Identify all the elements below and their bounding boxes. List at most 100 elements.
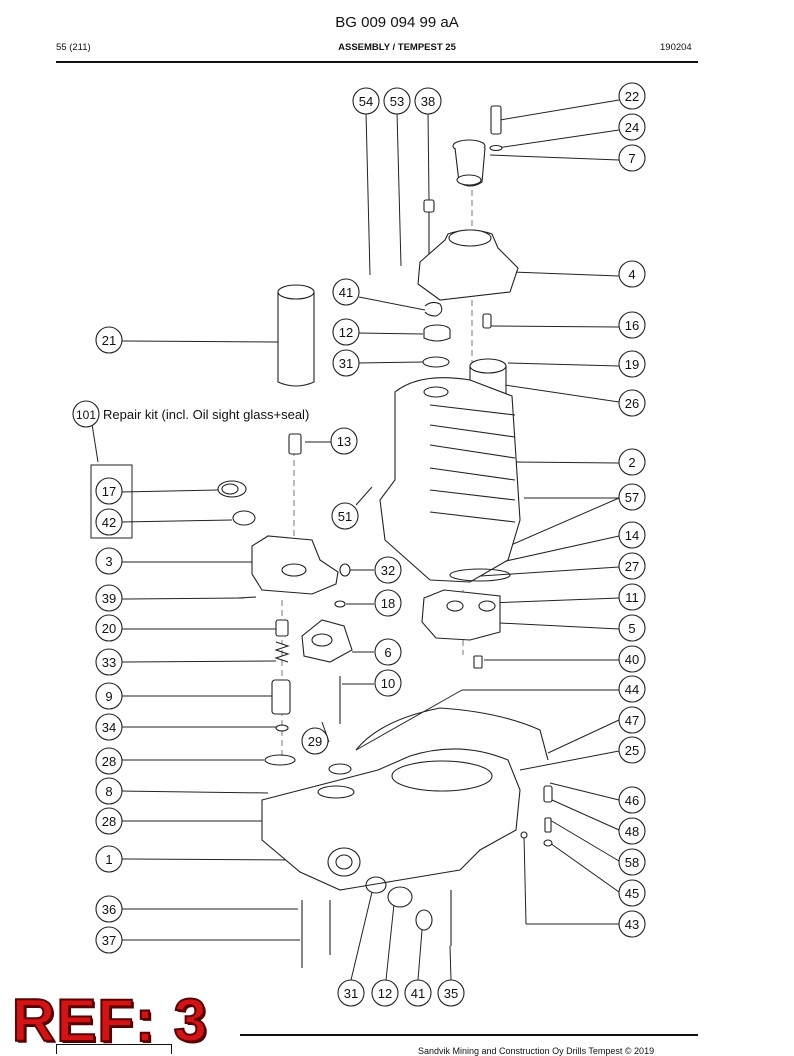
- callout-label: 45: [625, 886, 639, 901]
- callout-label: 32: [381, 563, 395, 578]
- callout-label: 53: [390, 94, 404, 109]
- callout-27: [618, 552, 646, 580]
- callout-16: [618, 311, 646, 339]
- callout-8: [95, 777, 123, 805]
- callout-label: 2: [628, 455, 635, 470]
- footer-copyright: Sandvik Mining and Construction Oy Drill…: [418, 1046, 655, 1056]
- callout-58: [618, 848, 646, 876]
- callout-label: 37: [102, 933, 116, 948]
- callout-41: [332, 278, 360, 306]
- callout-22: [618, 82, 646, 110]
- callout-34: [95, 713, 123, 741]
- callout-29: [301, 727, 329, 755]
- callout-28: [95, 747, 123, 775]
- callout-label: 57: [625, 490, 639, 505]
- callout-label: 48: [625, 824, 639, 839]
- callout-label: 24: [625, 120, 639, 135]
- callout-18: [374, 589, 402, 617]
- callout-label: 31: [339, 356, 353, 371]
- callout-3: [95, 547, 123, 575]
- callout-14: [618, 521, 646, 549]
- callout-2: [618, 448, 646, 476]
- callout-label: 42: [102, 515, 116, 530]
- callout-13: [330, 427, 358, 455]
- callout-label: 29: [308, 734, 322, 749]
- callout-label: 11: [625, 590, 639, 605]
- callout-label: 26: [625, 396, 639, 411]
- callout-40: [618, 645, 646, 673]
- callout-label: 36: [102, 902, 116, 917]
- callout-51: [331, 502, 359, 530]
- ref-stamp: REF: 3: [11, 986, 209, 1055]
- callout-33: [95, 648, 123, 676]
- footer-rule: [240, 1034, 698, 1036]
- callout-53: [383, 87, 411, 115]
- callout-38: [414, 87, 442, 115]
- callout-label: 31: [344, 986, 358, 1001]
- callout-label: 46: [625, 793, 639, 808]
- document-number: BG 009 094 99 aA: [335, 14, 459, 31]
- callout-label: 20: [102, 621, 116, 636]
- callout-26: [618, 389, 646, 417]
- callout-39: [95, 584, 123, 612]
- callout-46: [618, 786, 646, 814]
- callout-5: [618, 614, 646, 642]
- page-number: 55 (211): [56, 42, 91, 53]
- callout-label: 4: [628, 267, 635, 282]
- callout-label: 5: [628, 621, 635, 636]
- callout-12b: [371, 979, 399, 1007]
- callout-label: 8: [105, 784, 112, 799]
- callout-label: 39: [102, 591, 116, 606]
- callout-label: 54: [359, 94, 373, 109]
- callout-37: [95, 926, 123, 954]
- callout-label: 21: [102, 333, 116, 348]
- callout-label: 38: [421, 94, 435, 109]
- callout-25: [618, 736, 646, 764]
- callout-label: 35: [444, 986, 458, 1001]
- callout-label: 28: [102, 814, 116, 829]
- callout-54: [352, 87, 380, 115]
- callout-label: 28: [102, 754, 116, 769]
- callout-label: 47: [625, 713, 639, 728]
- callout-9: [95, 682, 123, 710]
- callout-44: [618, 675, 646, 703]
- callout-20: [95, 614, 123, 642]
- callout-label: 41: [411, 986, 425, 1001]
- callout-label: 12: [339, 325, 353, 340]
- callout-label: 43: [625, 917, 639, 932]
- callout-label: 16: [625, 318, 639, 333]
- callout-1: [95, 845, 123, 873]
- callout-21: [95, 326, 123, 354]
- callout-label: 14: [625, 528, 639, 543]
- callout-43: [618, 910, 646, 938]
- callout-6: [374, 638, 402, 666]
- brand-logo-fragment: [56, 1044, 172, 1054]
- callout-31b: [337, 979, 365, 1007]
- callout-4: [618, 260, 646, 288]
- revision-date: 190204: [660, 42, 692, 53]
- callout-10: [374, 669, 402, 697]
- callout-label: 13: [337, 434, 351, 449]
- callout-17: [95, 477, 123, 505]
- callout-42: [95, 508, 123, 536]
- callout-label: 34: [102, 720, 116, 735]
- callout-11: [618, 583, 646, 611]
- callout-label: 40: [625, 652, 639, 667]
- callout-label: 6: [384, 645, 391, 660]
- callout-47: [618, 706, 646, 734]
- callout-48: [618, 817, 646, 845]
- callout-label: 33: [102, 655, 116, 670]
- callout-label: 101: [76, 408, 96, 422]
- callout-7: [618, 144, 646, 172]
- callout-label: 17: [102, 484, 116, 499]
- callout-label: 10: [381, 676, 395, 691]
- callout-28b: [95, 807, 123, 835]
- callout-label: 22: [625, 89, 639, 104]
- callout-31: [332, 349, 360, 377]
- callout-label: 3: [105, 554, 112, 569]
- callout-57: [618, 483, 646, 511]
- callout-36: [95, 895, 123, 923]
- callout-12: [332, 318, 360, 346]
- callout-19: [618, 350, 646, 378]
